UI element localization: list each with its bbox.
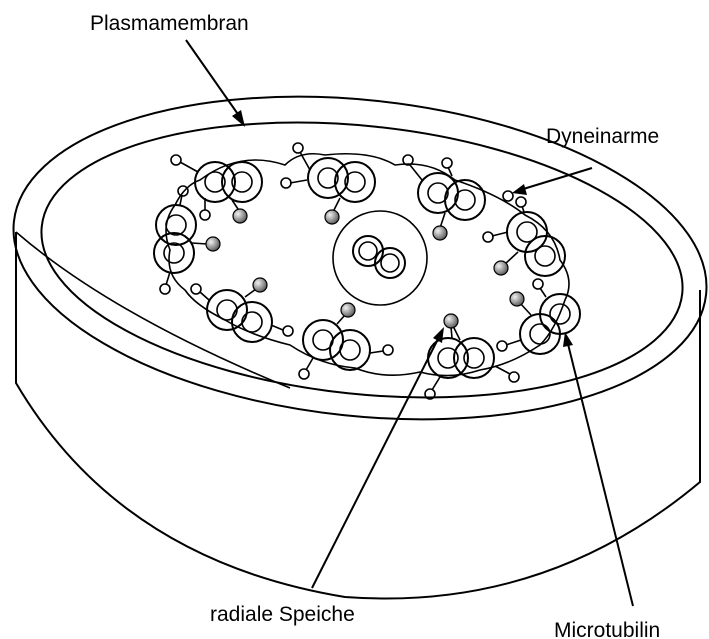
label-radial-spoke: radiale Speiche: [210, 603, 355, 626]
arrow-dynein-arms: [512, 168, 592, 195]
radial-spoke: [433, 213, 447, 240]
microtubule-doublet: [299, 320, 393, 379]
microtubule-doublets: [154, 143, 580, 399]
radial-spoke: [510, 292, 531, 315]
radial-spoke: [192, 237, 220, 251]
cylinder-body: [16, 232, 700, 599]
arrow-microtubule: [563, 332, 633, 606]
microtubule-doublet: [425, 338, 519, 399]
microtubule-doublet: [171, 155, 262, 220]
label-plasma-membrane: Plasmamembran: [90, 12, 249, 35]
radial-spoke: [232, 200, 247, 223]
central-pair: [333, 211, 427, 305]
label-microtubule: Microtubilin: [554, 619, 660, 639]
radial-spoke: [245, 278, 267, 297]
arrow-radial-spoke: [312, 327, 444, 588]
radial-spoke: [444, 314, 460, 340]
label-dynein-arms: Dyneinarme: [546, 125, 659, 148]
radial-spoke: [337, 303, 355, 324]
microtubule-doublet: [281, 143, 375, 202]
microtubule-doublet: [154, 186, 196, 294]
radial-spoke: [494, 252, 518, 275]
radial-spoke: [325, 198, 340, 224]
microtubule-doublet: [191, 284, 293, 342]
arrow-plasma-membrane: [186, 40, 245, 127]
